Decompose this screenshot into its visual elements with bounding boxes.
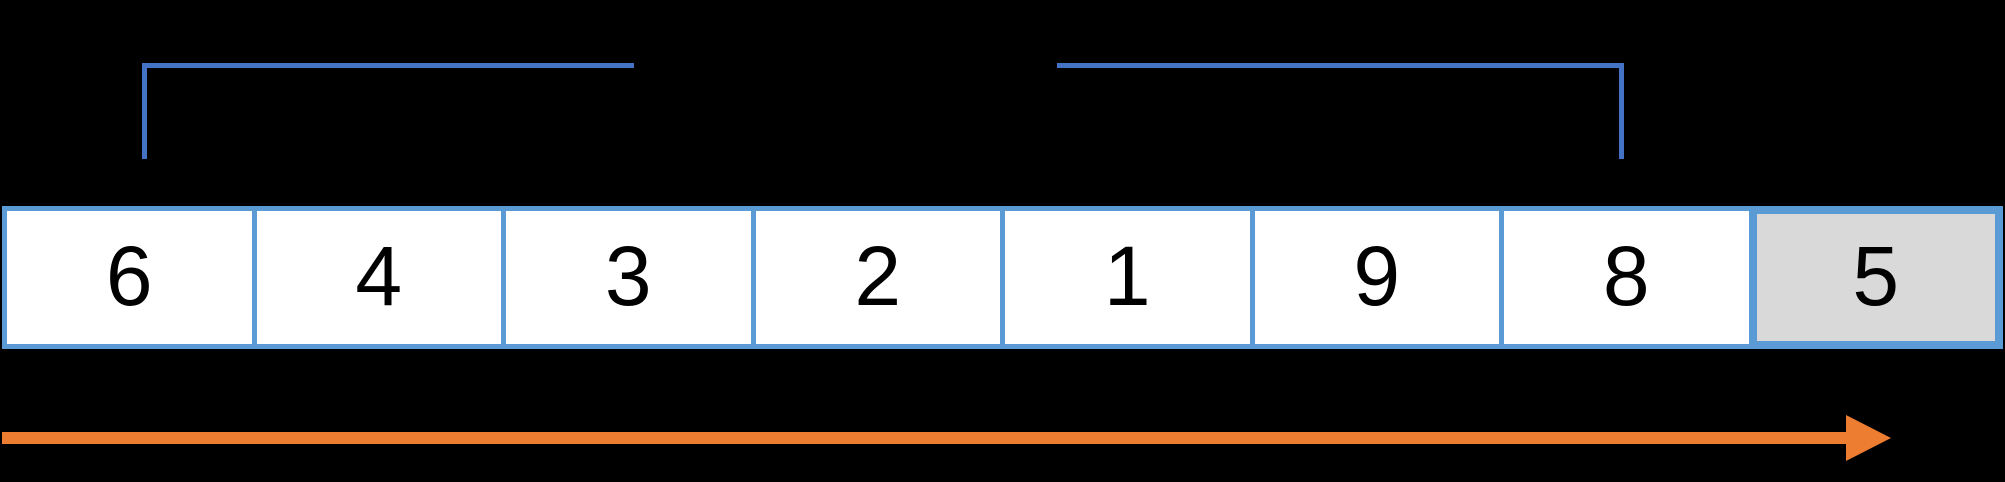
cell-value: 9 — [1353, 228, 1401, 323]
array-cell-highlighted: 5 — [1753, 211, 1998, 344]
cell-value: 6 — [105, 228, 153, 323]
left-range-bracket-vertical-line — [142, 63, 147, 159]
array-cell: 9 — [1254, 211, 1499, 344]
array-cell: 4 — [256, 211, 501, 344]
direction-arrow-shaft — [2, 432, 1846, 444]
array-cell: 3 — [506, 211, 751, 344]
cell-value: 8 — [1602, 228, 1650, 323]
array-cell: 6 — [7, 211, 252, 344]
right-range-bracket-horizontal-line — [1057, 63, 1624, 68]
direction-arrow-head-icon — [1846, 415, 1891, 461]
array-cell: 8 — [1504, 211, 1749, 344]
left-range-bracket-horizontal-line — [142, 63, 634, 68]
cell-value: 2 — [854, 228, 902, 323]
array-cell: 2 — [755, 211, 1000, 344]
cell-value: 3 — [604, 228, 652, 323]
right-range-bracket-vertical-line — [1619, 63, 1624, 159]
array-cell: 1 — [1005, 211, 1250, 344]
cell-value: 4 — [355, 228, 403, 323]
cell-value: 1 — [1103, 228, 1151, 323]
array-row: 6 4 3 2 1 9 8 5 — [2, 206, 2003, 349]
cell-value: 5 — [1852, 228, 1900, 323]
